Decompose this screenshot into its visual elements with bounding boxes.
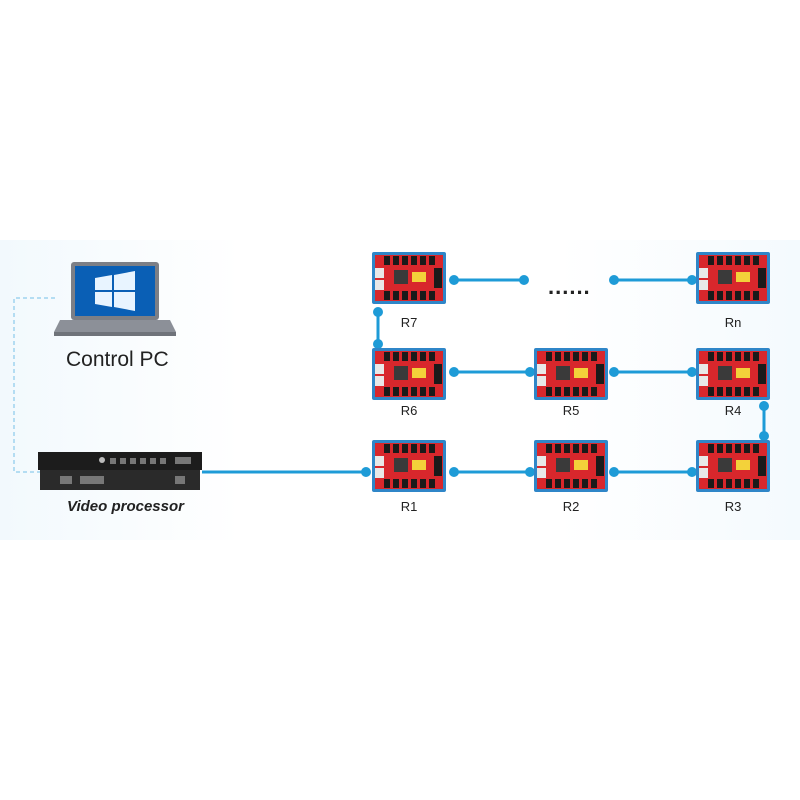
card-label-rn: Rn (724, 315, 742, 330)
video-processor-icon (38, 452, 202, 490)
receiving-card-r7 (372, 252, 446, 304)
receiving-card-r5 (534, 348, 608, 400)
card-label-r5: R5 (562, 403, 580, 418)
laptop-icon (54, 262, 176, 336)
card-label-r3: R3 (724, 499, 742, 514)
receiving-card-r3 (696, 440, 770, 492)
card-label-r1: R1 (400, 499, 418, 514)
ellipsis-text: ...... (548, 274, 591, 299)
card-label-r7: R7 (400, 315, 418, 330)
receiving-card-r2 (534, 440, 608, 492)
receiving-card-rn (696, 252, 770, 304)
receiving-card-r6 (372, 348, 446, 400)
card-label-r6: R6 (400, 403, 418, 418)
video-processor-label: Video processor (67, 498, 184, 515)
connection-links (202, 275, 769, 477)
card-label-r2: R2 (562, 499, 580, 514)
card-label-r4: R4 (724, 403, 742, 418)
pc-processor-dashed-link (13, 297, 55, 473)
control-pc-label: Control PC (66, 348, 169, 371)
receiving-card-r4 (696, 348, 770, 400)
receiving-card-r1 (372, 440, 446, 492)
